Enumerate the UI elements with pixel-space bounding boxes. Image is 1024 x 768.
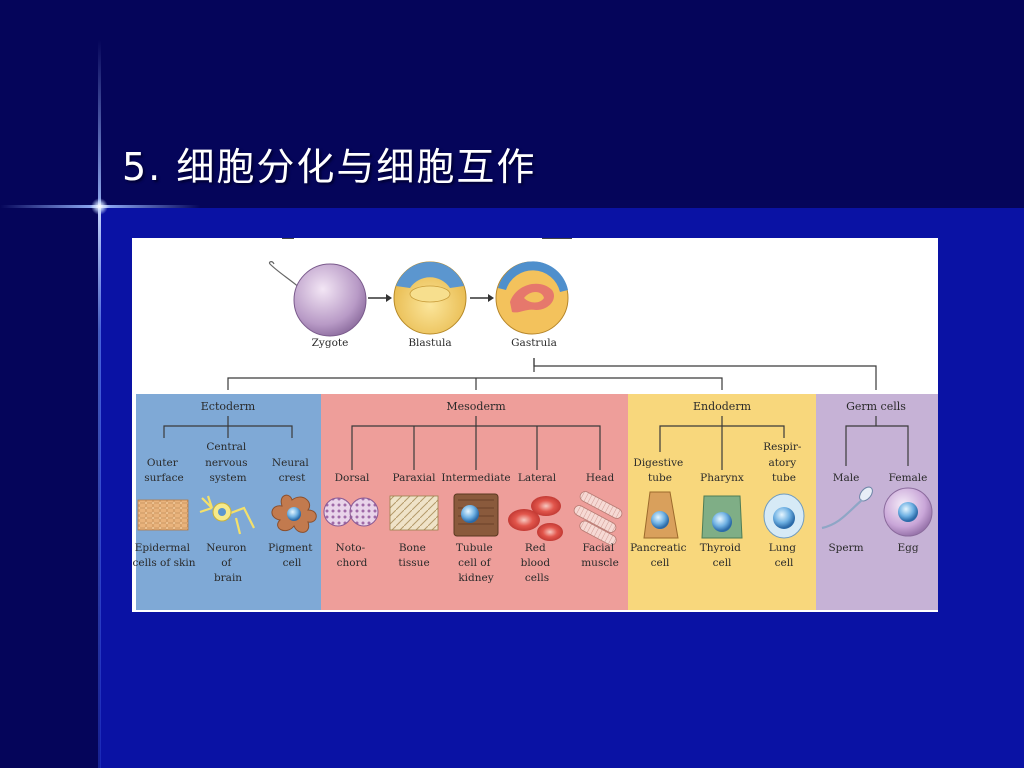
branch-label-neural-crest: Neural crest [272,457,312,484]
slide-title: 5. 细胞分化与细胞互作 [122,145,537,189]
cell-label-pigment: Pigment cell [268,542,316,569]
cell-label-notochord: Noto- chord [336,542,369,569]
cell-label-neuron: Neuron of brain [206,542,250,584]
lung-cell-icon [763,493,805,539]
stage-label: Gastrula [511,337,557,349]
blastula-cap-icon [396,261,464,288]
blastocoel-icon [409,285,451,303]
gastrula-ectoderm-icon [498,261,568,292]
archenteron-icon [524,292,544,303]
decorative-vertical-line [98,40,101,768]
cell-label-pancreatic: Pancreatic cell [630,542,690,569]
branch-label-head: Head [586,472,615,484]
thyroid-cell-icon [701,495,743,539]
red-blood-cells-icon [508,496,563,541]
cell-label-kidney: Tubule cell of kidney [456,542,496,584]
ectoderm-subtree [163,416,293,438]
branch-label-dorsal: Dorsal [335,472,370,484]
branch-label-intermediate: Intermediate [441,472,510,484]
zygote-cell-icon [293,263,367,337]
pigment-cell-icon [271,494,317,533]
sperm-tail-icon [268,261,301,289]
branch-label-lateral: Lateral [518,472,557,484]
cell-label-egg: Egg [897,542,918,554]
germ-subtree [845,416,909,466]
sperm-icon [821,486,873,530]
epidermal-cells-icon [137,499,189,531]
neuron-icon [199,495,255,535]
stage-arrowhead-icon [386,294,392,302]
facial-muscle-icon [573,491,623,546]
cell-label-red-blood: Red blood cells [521,542,554,584]
stage-arrowhead-icon [488,294,494,302]
branch-label-cns: Central nervous system [205,441,251,484]
branch-label-paraxial: Paraxial [392,472,436,484]
endoderm-subtree [659,416,785,470]
kidney-tubule-cell-icon [453,493,499,537]
cell-label-thyroid: Thyroid cell [700,542,744,569]
branch-label-pharynx: Pharynx [700,472,744,484]
decorative-sparkle-icon [91,198,108,215]
lineage-tree-lines [227,358,877,390]
mesoderm-subtree [351,416,601,470]
layer-header-germ-cells: Germ cells [846,400,906,413]
branch-label-digestive-tube: Digestive tube [633,457,686,484]
bone-tissue-icon [389,495,439,531]
layer-header-mesoderm: Mesoderm [446,400,506,413]
branch-label-male: Male [833,472,860,484]
cell-label-sperm: Sperm [828,542,863,554]
stage-label: Blastula [408,337,451,349]
blastula-stage: Blastula [393,261,467,349]
branch-label-respiratory-tube: Respir- atory tube [763,441,805,484]
cell-label-facial-muscle: Facial muscle [581,542,619,569]
layer-header-endoderm: Endoderm [693,400,752,413]
egg-icon [883,487,933,537]
zygote-stage: Zygote [268,261,367,349]
branch-label-outer-surface: Outer surface [144,457,183,484]
notochord-icon [323,497,379,527]
branch-label-female: Female [889,472,928,484]
gastrula-stage: Gastrula [495,261,569,349]
differentiation-figure: Zygote Blastula Gastrula Ectoderm Mesode… [132,238,938,612]
layer-header-ectoderm: Ectoderm [201,400,256,413]
stage-label: Zygote [312,337,349,349]
cell-label-lung: Lung cell [769,542,800,569]
pancreatic-cell-icon [643,491,679,539]
cell-label-bone: Bone tissue [398,542,429,569]
cell-label-epidermal: Epidermal cells of skin [133,542,196,569]
